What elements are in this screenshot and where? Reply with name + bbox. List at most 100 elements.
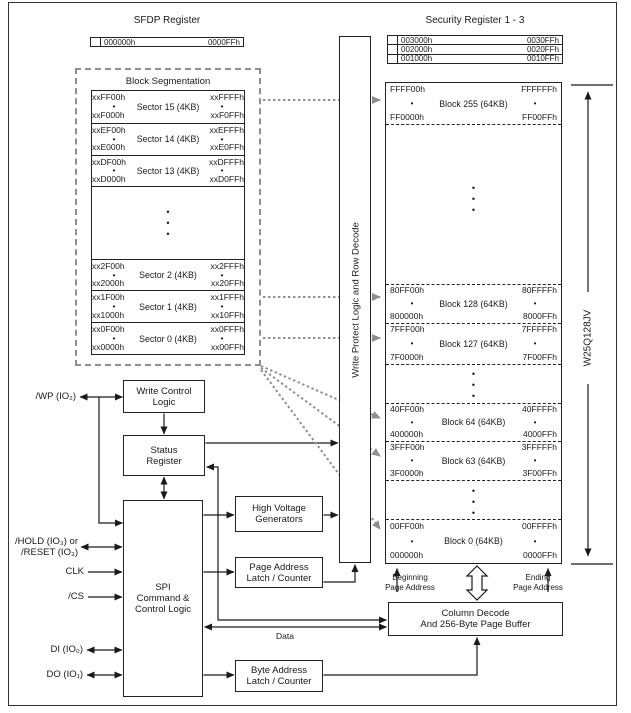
ellipsis-dot: • — [410, 299, 414, 308]
ellipsis-dot: • — [410, 99, 414, 108]
block-addr: 3F00FFh — [522, 467, 558, 478]
status-register-box: Status Register — [123, 435, 205, 476]
block-addr: 000000h — [390, 549, 424, 560]
security-start-address: 001000h — [401, 54, 433, 64]
block-addr: 00FF00h — [390, 521, 425, 531]
block-separator — [386, 403, 561, 404]
ellipsis-dot: • — [220, 270, 224, 280]
sfdp-register-title: SFDP Register — [133, 15, 201, 26]
column-decode-page-buffer-box: Column Decode And 256-Byte Page Buffer — [388, 602, 563, 636]
block-addr: 0000FFh — [522, 549, 557, 560]
block-label: Block 255 (64KB) — [439, 98, 508, 109]
vertical-ellipsis: • • • — [471, 486, 476, 518]
sector-addr: xx1000h — [92, 309, 125, 320]
write-protect-logic-box: Write Protect Logic and Row Decode — [339, 36, 371, 563]
block-segmentation-dashed-frame — [75, 68, 261, 366]
sector-table: xxFF00h•xxF000h Sector 15 (4KB) xxFFFFh•… — [91, 90, 245, 355]
sector-row: xxFF00h•xxF000h Sector 15 (4KB) xxFFFFh•… — [92, 91, 244, 123]
vertical-ellipsis: • • • — [166, 206, 170, 239]
ellipsis-dot: • — [220, 302, 224, 312]
sector-label: Sector 0 (4KB) — [139, 333, 197, 344]
block-addr: 4000FFh — [522, 428, 557, 439]
memory-block-row: FFFF00h•FF0000h Block 255 (64KB) FFFFFFh… — [390, 83, 557, 124]
memory-block-row: 3FFF00h•3F0000h Block 63 (64KB) 3FFFFFh•… — [390, 441, 557, 480]
block-addr: 7F00FFh — [522, 351, 558, 362]
sector-addr: xx00FFh — [210, 341, 244, 352]
byte-address-latch-box: Byte Address Latch / Counter — [235, 660, 323, 692]
figure-border — [8, 2, 617, 706]
sector-addr: xx2F00h — [92, 260, 125, 271]
security-register-box: 003000h 0030FFh 002000h 0020FFh 001000h … — [387, 35, 563, 64]
hold-reset-signal-label: /HOLD (IO₃) or /RESET (IO₃) — [15, 536, 78, 558]
ellipsis-dot: • — [533, 299, 537, 308]
sector-addr: xxFFFFh — [210, 92, 244, 102]
write-control-logic-box: Write Control Logic — [123, 380, 205, 413]
ellipsis-dot: • — [112, 334, 116, 344]
block-addr: 7F0000h — [390, 351, 424, 362]
vertical-ellipsis: • • • — [471, 369, 476, 401]
block-addr: 3F0000h — [390, 467, 424, 478]
ellipsis-dot: • — [112, 134, 116, 144]
sector-addr: xxEFFFh — [209, 124, 244, 135]
block-addr: 3FFFFFh — [521, 442, 557, 452]
security-end-address: 0010FFh — [526, 54, 559, 64]
sector-addr: xx1F00h — [92, 292, 125, 303]
sector-addr: xx1FFFh — [210, 292, 244, 303]
write-protect-logic-label: Write Protect Logic and Row Decode — [350, 222, 362, 378]
ellipsis-dot: • — [533, 456, 537, 465]
block-label: Block 63 (64KB) — [441, 455, 506, 466]
ellipsis-dot: • — [220, 334, 224, 344]
sector-addr: xx0F00h — [92, 324, 125, 335]
sector-addr: xx10FFh — [210, 309, 244, 320]
di-signal-label: DI (IO₀) — [50, 644, 83, 655]
ellipsis-dot: • — [410, 417, 414, 427]
sector-addr: xxE000h — [92, 142, 126, 152]
memory-block-row: 80FF00h•800000h Block 128 (64KB) 80FFFFh… — [390, 284, 557, 323]
block-label: Block 0 (64KB) — [444, 536, 503, 546]
block-addr: 3FFF00h — [390, 442, 425, 452]
block-separator — [386, 284, 561, 285]
beginning-page-address-label: Beginning Page Address — [385, 573, 435, 592]
block-addr: 80FF00h — [390, 285, 425, 295]
block-addr: 7FFF00h — [390, 324, 425, 334]
wp-signal-label: /WP (IO₂) — [35, 391, 76, 402]
security-row-tick — [388, 45, 398, 54]
security-start-address: 003000h — [401, 35, 433, 45]
sector-label: Sector 2 (4KB) — [139, 270, 197, 281]
ellipsis-dot: • — [112, 102, 116, 112]
ellipsis-dot: • — [533, 536, 537, 546]
sector-addr: xxFF00h — [92, 92, 126, 102]
security-end-address: 0030FFh — [526, 35, 559, 45]
sector-row: xxEF00h•xxE000h Sector 14 (4KB) xxEFFFh•… — [92, 122, 244, 155]
ellipsis-dot: • — [112, 302, 116, 312]
security-row-tick — [388, 54, 398, 63]
sector-addr: xx2FFFh — [210, 260, 244, 271]
block-addr: 00FFFFh — [522, 521, 557, 531]
block-addr: 400000h — [390, 428, 424, 439]
sector-addr: xxD0FFh — [209, 173, 244, 184]
sector-row: xx1F00h•xx1000h Sector 1 (4KB) xx1FFFh•x… — [92, 290, 244, 322]
sfdp-end-address: 0000FFh — [207, 37, 240, 47]
sector-addr: xx2000h — [92, 277, 125, 288]
sector-addr: xxDF00h — [92, 156, 127, 167]
spi-command-control-box: SPI Command & Control Logic — [123, 500, 203, 697]
security-register-row: 001000h 0010FFh — [388, 53, 562, 64]
sector-addr: xx20FFh — [210, 277, 244, 288]
block-separator — [386, 480, 561, 481]
block-addr: 8000FFh — [522, 310, 557, 321]
sector-label: Sector 15 (4KB) — [136, 101, 200, 112]
block-addr: 7FFFFFh — [521, 324, 557, 334]
ellipsis-dot: • — [220, 102, 224, 112]
ellipsis-dot: • — [220, 134, 224, 144]
security-register-row: 002000h 0020FFh — [388, 44, 562, 54]
block-addr: 40FF00h — [390, 404, 425, 414]
block-separator — [386, 364, 561, 365]
memory-array: FFFF00h•FF0000h Block 255 (64KB) FFFFFFh… — [385, 82, 562, 564]
sfdp-register-box: 000000h 0000FFh — [90, 37, 244, 47]
sector-addr: xxD000h — [92, 173, 126, 184]
vertical-ellipsis: • • • — [471, 183, 476, 215]
sector-addr: xxF0FFh — [210, 110, 244, 121]
page-address-latch-box: Page Address Latch / Counter — [235, 557, 323, 588]
ellipsis-dot: • — [112, 270, 116, 280]
